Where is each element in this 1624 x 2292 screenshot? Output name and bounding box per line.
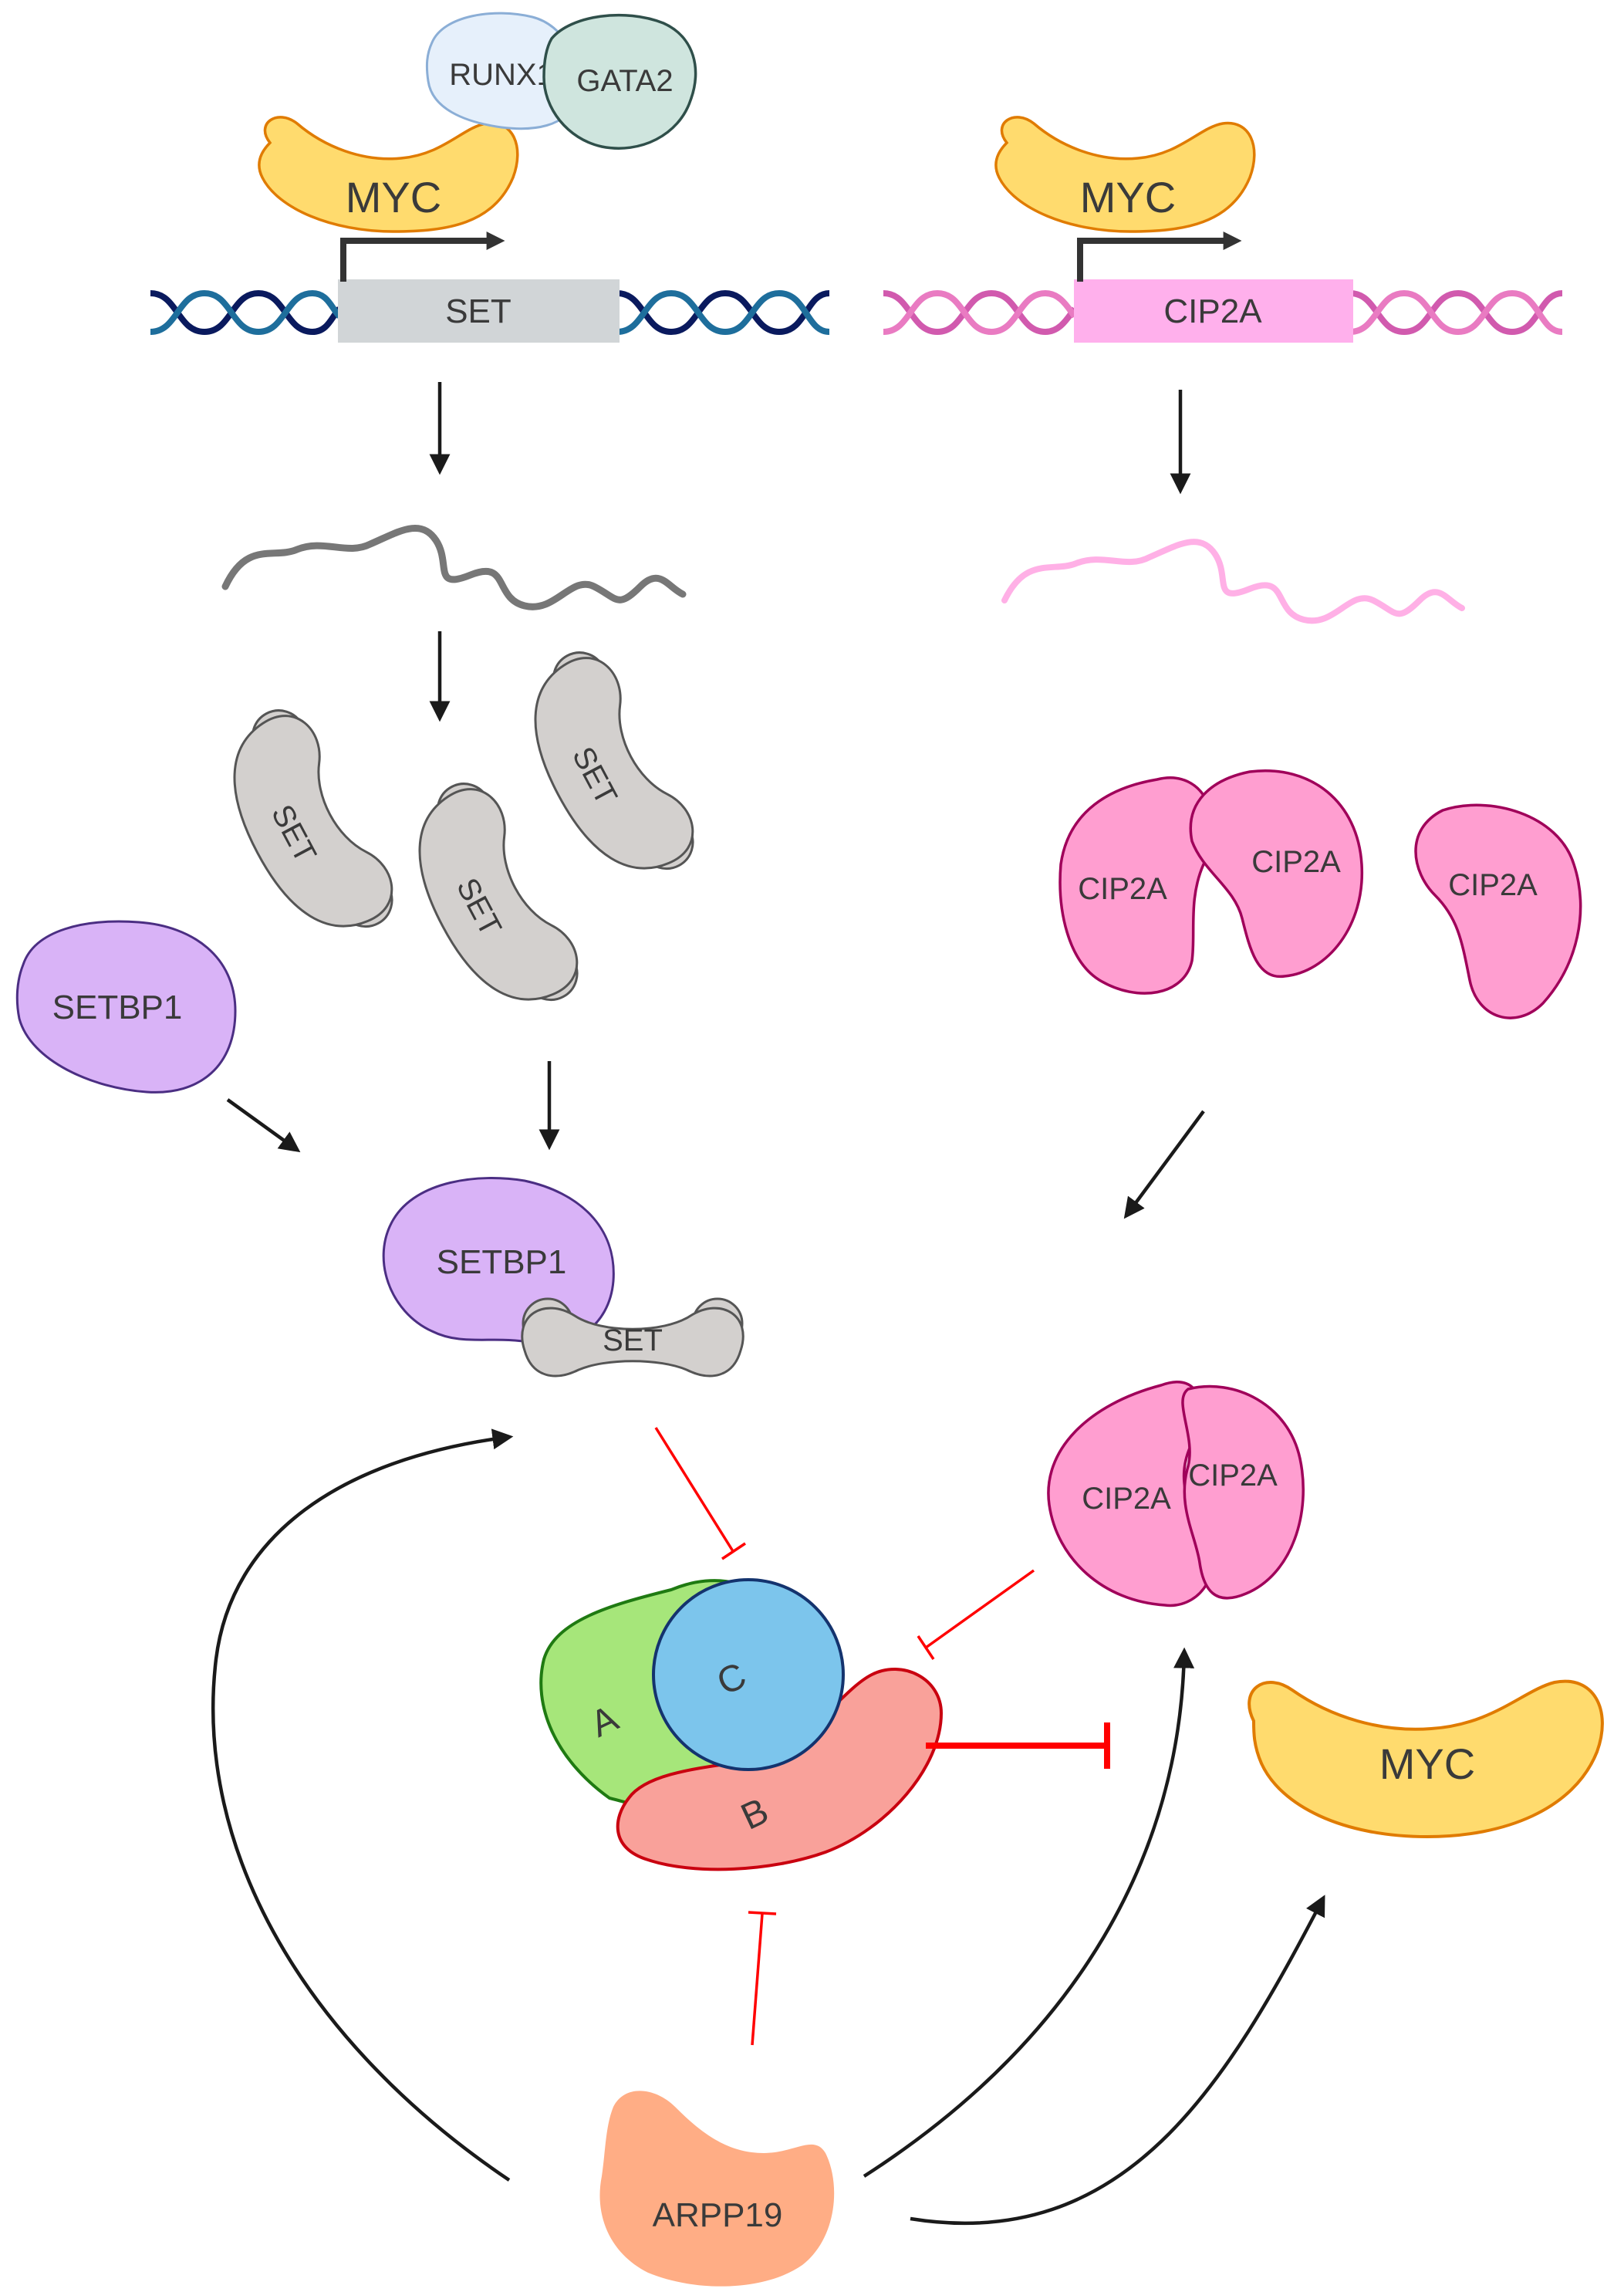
set-protein-1: SET	[233, 709, 393, 928]
pp2a-holoenzyme: A B C	[539, 1578, 944, 1871]
cip2a-dimer-right	[1181, 1384, 1305, 1600]
cip2a-gene-locus: CIP2A MYC	[883, 116, 1563, 343]
setbp1-complex-label: SETBP1	[437, 1243, 567, 1281]
cip2a-gene-label: CIP2A	[1163, 292, 1262, 330]
set-in-complex: SET	[521, 1297, 744, 1378]
cip2a-protein-3-label: CIP2A	[1448, 868, 1538, 902]
set-protein-2: SET	[418, 783, 579, 1002]
setbp1-free-label: SETBP1	[52, 989, 183, 1026]
arpp19: ARPP19	[599, 2091, 835, 2287]
myc-left-label: MYC	[346, 173, 441, 221]
inhibition-set-to-pp2a	[654, 1427, 746, 1560]
setbp1-free: SETBP1	[15, 920, 237, 1094]
cip2a-protein-2: CIP2A	[1189, 769, 1364, 979]
runx1-label: RUNX1	[449, 58, 554, 92]
set-mrna	[221, 524, 687, 610]
myc-output-label: MYC	[1379, 1739, 1475, 1788]
set-tss-arrow	[340, 232, 505, 282]
arrow-arpp19-to-cip2a	[863, 1647, 1195, 2178]
gata2-label: GATA2	[576, 64, 673, 98]
arrow-arpp19-to-setbp1-complex	[211, 1428, 514, 2182]
arrow-cip2a-dimerization	[1123, 1110, 1205, 1219]
inhibition-pp2a-to-myc	[926, 1722, 1110, 1769]
set-protein-3: SET	[534, 651, 694, 870]
myc-left-gene	[258, 116, 519, 233]
cip2a-dimer: CIP2A CIP2A	[1047, 1381, 1305, 1607]
cip2a-protein-1: CIP2A	[1058, 776, 1214, 995]
cip2a-gene-box	[1074, 279, 1353, 343]
myc-right-gene	[994, 116, 1256, 233]
cip2a-dimer-left-label: CIP2A	[1082, 1482, 1171, 1516]
dna-helix-left	[150, 289, 830, 336]
cip2a-dimer-right-label: CIP2A	[1188, 1459, 1278, 1493]
cip2a-protein-1-label: CIP2A	[1078, 872, 1167, 906]
cip2a-tss-arrow	[1077, 232, 1242, 282]
myc-right-label: MYC	[1080, 173, 1176, 221]
set-complex-label: SET	[603, 1323, 663, 1357]
set-gene-label: SET	[445, 292, 512, 330]
pp2a-subunit-c	[652, 1578, 845, 1771]
inhibition-arpp19-to-pp2a	[748, 1911, 777, 2046]
arrow-setbp1-to-complex	[226, 1098, 301, 1153]
myc-output: MYC	[1248, 1679, 1604, 1839]
cip2a-protein-3: CIP2A	[1414, 803, 1582, 1019]
gata2-blob	[542, 13, 697, 150]
dna-helix-right	[883, 289, 1563, 336]
arpp19-label: ARPP19	[653, 2196, 783, 2234]
cip2a-protein-2-label: CIP2A	[1251, 845, 1341, 879]
set-gene-box	[338, 279, 620, 343]
cip2a-mrna	[1001, 539, 1465, 624]
set-gene-locus: SET MYC RUNX1 GATA2	[150, 12, 830, 343]
setbp1-set-complex: SETBP1 SET	[382, 1177, 744, 1378]
inhibition-cip2a-to-pp2a	[917, 1569, 1035, 1660]
arrow-arpp19-to-myc	[910, 1895, 1325, 2225]
